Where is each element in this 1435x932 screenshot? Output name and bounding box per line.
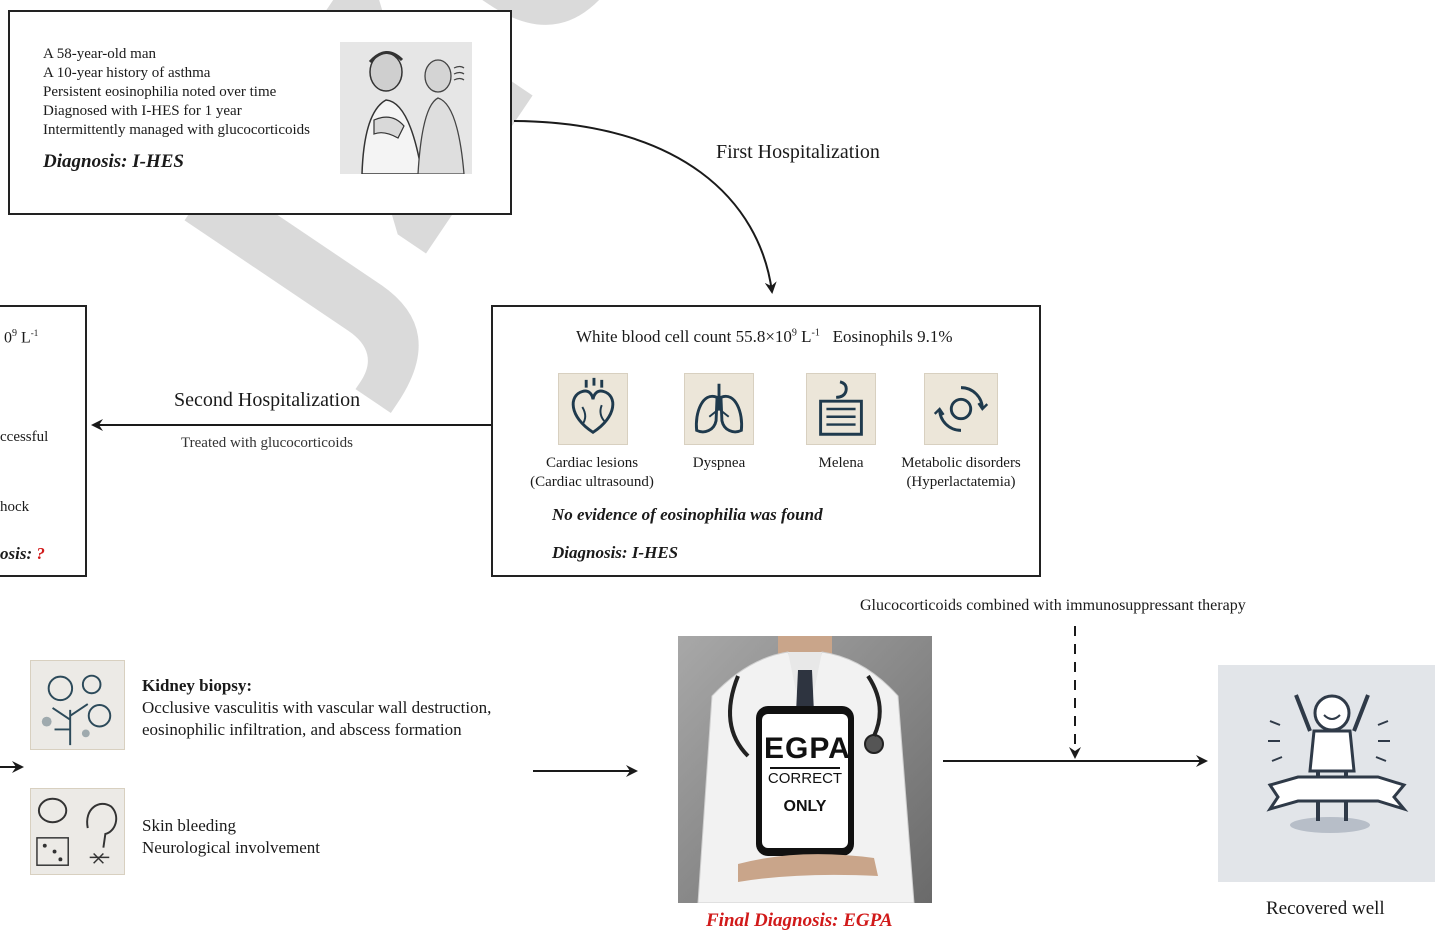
- finding-caption-dyspnea: Dyspnea: [669, 454, 769, 473]
- finding-caption-metabolic: Metabolic disorders (Hyperlactatemia): [891, 454, 1031, 492]
- tablet-divider: [770, 767, 840, 769]
- kidney-biopsy-title: Kidney biopsy:: [142, 676, 253, 695]
- first-hospitalization-box: White blood cell count 55.8×109 L-1 Eosi…: [491, 305, 1041, 577]
- kidney-biopsy-line1: Occlusive vasculitis with vascular wall …: [142, 698, 492, 717]
- initial-diagnosis: Diagnosis: I-HES: [43, 151, 184, 172]
- wbc-exponent: 9: [791, 327, 797, 339]
- lab-fragment-unit: L: [17, 329, 31, 347]
- left-box-fragment-shock: hock: [0, 499, 30, 515]
- intestine-icon: [806, 373, 876, 445]
- caption-line: (Hyperlactatemia): [906, 474, 1016, 490]
- finding-caption-cardiac: Cardiac lesions (Cardiac ultrasound): [527, 454, 657, 492]
- first-hospitalization-label: First Hospitalization: [716, 141, 880, 163]
- neurological-involvement-text: Neurological involvement: [142, 838, 320, 857]
- recovered-label: Recovered well: [1266, 898, 1385, 919]
- caption-line: Melena: [818, 455, 864, 471]
- no-evidence-note: No evidence of eosinophilia was found: [552, 505, 823, 524]
- doctor-egpa-photo: [678, 636, 932, 903]
- tablet-only: ONLY: [783, 798, 827, 815]
- eosinophils-value: Eosinophils 9.1%: [832, 327, 953, 346]
- left-box-lab-fragment: 09 L-1: [4, 328, 38, 347]
- unknown-diagnosis-mark: ?: [36, 544, 45, 563]
- patient-history-list: A 58-year-old man A 10-year history of a…: [43, 45, 310, 140]
- left-box-diagnosis: osis: ?: [0, 544, 45, 564]
- kidney-biopsy-line2: eosinophilic infiltration, and abscess f…: [142, 720, 462, 739]
- coughing-man-illustration: [340, 42, 472, 174]
- finding-caption-melena: Melena: [791, 454, 891, 473]
- left-box-fragment-successful: ccessful: [0, 429, 49, 445]
- caption-line: Dyspnea: [692, 455, 746, 471]
- second-hospitalization-label: Second Hospitalization: [174, 389, 361, 411]
- wbc-count: White blood cell count 55.8×10: [576, 327, 792, 346]
- recovered-patient-image: [1218, 665, 1435, 882]
- second-hospitalization-box: 09 L-1 ccessful hock osis: ?: [0, 305, 87, 577]
- lungs-icon: [684, 373, 754, 445]
- history-line: A 58-year-old man: [43, 46, 156, 62]
- metabolic-cycle-icon: [924, 373, 998, 445]
- skin-bleeding-text: Skin bleeding: [142, 816, 236, 835]
- history-line: Persistent eosinophilia noted over time: [43, 84, 277, 100]
- caption-line: (Cardiac ultrasound): [530, 474, 654, 490]
- history-line: Intermittently managed with glucocortico…: [43, 122, 311, 138]
- caption-line: Cardiac lesions: [545, 455, 639, 471]
- history-line: A 10-year history of asthma: [43, 65, 211, 81]
- caption-line: Metabolic disorders: [901, 455, 1021, 471]
- final-diagnosis: Final Diagnosis: EGPA: [706, 910, 893, 931]
- tablet-correct: CORRECT: [767, 770, 843, 787]
- heart-icon: [558, 373, 628, 445]
- wbc-unit-exponent: -1: [811, 327, 820, 339]
- lab-fragment-exponent: 9: [12, 328, 17, 339]
- kidney-biopsy-image: [30, 660, 125, 750]
- tablet-egpa: EGPA: [764, 732, 851, 765]
- lab-values: White blood cell count 55.8×109 L-1 Eosi…: [576, 327, 953, 347]
- patient-history-box: A 58-year-old man A 10-year history of a…: [8, 10, 512, 215]
- therapy-label: Glucocorticoids combined with immunosupp…: [860, 597, 1246, 614]
- history-line: Diagnosed with I-HES for 1 year: [43, 103, 242, 119]
- second-hospitalization-treatment: Treated with glucocorticoids: [181, 435, 353, 451]
- lab-fragment-unit-exponent: -1: [30, 328, 39, 338]
- skin-neuro-image: [30, 788, 125, 875]
- first-hospitalization-diagnosis: Diagnosis: I-HES: [552, 543, 679, 562]
- lab-fragment: 0: [4, 329, 12, 347]
- wbc-unit: L: [796, 327, 812, 346]
- left-box-diagnosis-fragment: osis:: [0, 544, 37, 563]
